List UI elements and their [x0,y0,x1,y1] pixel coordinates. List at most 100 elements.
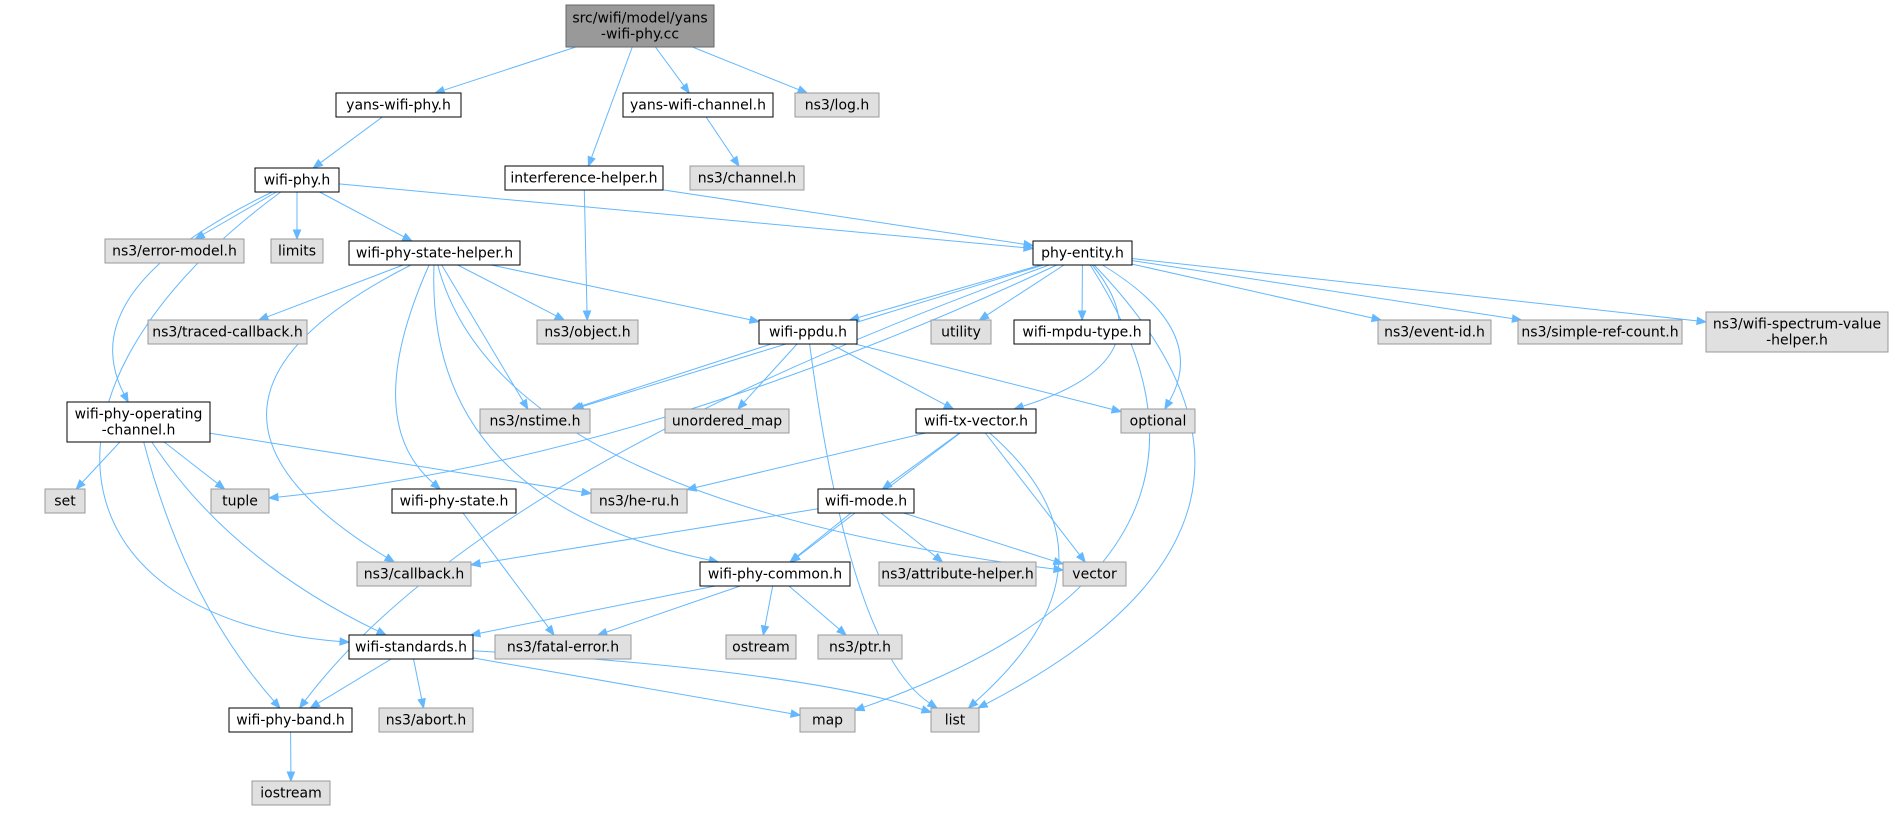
node-wifi-mode-h[interactable]: wifi-mode.h [817,488,915,514]
node-yans-wifi-channel-h[interactable]: yans-wifi-channel.h [622,92,774,118]
node-label: vector [1072,567,1117,583]
edge-wifi-phy-state-helper-h-to-ns3-object-h [457,264,566,321]
arrowhead-icon [853,703,866,712]
node-box [536,319,639,345]
node-ns3-log-h: ns3/log.h [794,92,880,118]
node-label: ns3/callback.h [364,567,464,583]
node-label: -helper.h [1766,333,1828,349]
edge-wifi-phy-state-h-to-ns3-fatal-error-h [462,512,555,637]
edge-line [395,264,434,484]
edge-interference-helper-h-to-ns3-object-h [582,189,592,322]
arrowhead-icon [978,311,990,321]
node-box [664,408,790,434]
edge-line [163,441,218,484]
node-wifi-standards-h[interactable]: wifi-standards.h [348,634,474,660]
node-box [799,707,856,733]
node-label: tuple [222,494,258,510]
node-label: -wifi-phy.cc [601,27,679,43]
node-label: list [945,713,966,729]
node-label: ns3/ptr.h [829,640,891,656]
node-wifi-tx-vector-h[interactable]: wifi-tx-vector.h [915,408,1037,434]
arrowhead-icon [836,625,848,636]
edge-wifi-mode-h-to-ns3-attribute-helper-h [880,512,944,563]
edge-line [443,46,576,91]
node-box [504,165,664,191]
node-wifi-phy-state-h[interactable]: wifi-phy-state.h [391,488,517,514]
edge-phy-entity-h-to-map [853,264,1150,712]
node-wifi-phy-state-helper-h[interactable]: wifi-phy-state-helper.h [348,240,521,266]
node-box [817,634,903,660]
node-tuple: tuple [210,488,270,514]
node-box [930,707,980,733]
node-label: ns3/attribute-helper.h [881,567,1034,583]
node-ns3-fatal-error-h: ns3/fatal-error.h [494,634,632,660]
arrowhead-icon [680,82,690,95]
edge-line [606,585,741,633]
edge-wifi-phy-common-h-to-wifi-standards-h [469,585,716,638]
node-label: ns3/channel.h [698,171,797,187]
edge-line [984,432,1081,556]
node-ns3-error-model-h: ns3/error-model.h [104,238,245,264]
edge-wifi-ppdu-h-to-unordered-map [736,343,798,410]
node-box [1013,319,1151,345]
edge-line [903,512,1055,562]
node-wifi-ppdu-h[interactable]: wifi-ppdu.h [758,319,858,345]
node-ns3-callback-h: ns3/callback.h [356,561,472,587]
node-ns3-attribute-helper-h: ns3/attribute-helper.h [878,561,1037,587]
edge-wifi-mode-h-to-ns3-callback-h [469,508,819,568]
edge-wifi-ppdu-h-to-ns3-nstime-h [570,343,772,411]
edge-line [788,585,840,630]
edge-line [591,46,633,158]
edge-wifi-phy-h-to-ns3-error-model-h [194,191,277,240]
node-box [348,240,521,266]
node-wifi-phy-h[interactable]: wifi-phy.h [254,167,340,193]
edge-line [413,658,423,700]
edge-line [320,116,383,164]
edge-wifi-phy-operating-channel-h-to-wifi-phy-band-h [143,441,281,710]
edge-line [764,585,774,627]
edge-line [880,512,936,557]
node-yans-wifi-phy-h[interactable]: yans-wifi-phy.h [335,92,462,118]
arrowhead-icon [926,699,939,709]
node-box [66,401,211,443]
edge-line [889,432,960,485]
arrowhead-icon [1110,405,1123,414]
edge-line [319,191,405,238]
arrowhead-icon [760,624,770,637]
node-label: -channel.h [102,423,176,439]
node-wifi-phy-band-h[interactable]: wifi-phy-band.h [228,707,353,733]
edge-phy-entity-h-to-wifi-mpdu-type-h [1077,264,1087,322]
edge-line [1131,263,1373,319]
node-box [378,707,474,733]
node-label: ns3/object.h [544,325,630,341]
node-phy-entity-h[interactable]: phy-entity.h [1032,240,1133,266]
node-map: map [799,707,856,733]
edge-root-to-interference-helper-h [587,46,633,168]
edge-line [695,432,926,488]
edge-yans-wifi-phy-h-to-wifi-phy-h [312,116,383,169]
edge-line [479,585,716,634]
arrowhead-icon [430,479,442,490]
node-label: wifi-mode.h [825,494,907,510]
edge-wifi-phy-h-to-phy-entity-h [338,183,1035,252]
node-box [1062,561,1127,587]
arrowhead-icon [383,553,396,563]
node-interference-helper-h[interactable]: interference-helper.h [504,165,664,191]
edge-line [583,189,588,312]
edge-phy-entity-h-to-optional [1102,264,1181,411]
node-wifi-mpdu-type-h[interactable]: wifi-mpdu-type.h [1013,319,1151,345]
arrowhead-icon [312,158,324,169]
edge-wifi-phy-h-to-wifi-phy-operating-channel-h [112,191,273,404]
node-ns3-event-id-h: ns3/event-id.h [1377,319,1492,345]
arrowhead-icon [920,705,933,714]
node-wifi-phy-common-h[interactable]: wifi-phy-common.h [699,561,851,587]
edge-wifi-phy-operating-channel-h-to-wifi-standards-h [151,441,388,636]
node-label: ns3/error-model.h [112,244,237,260]
edge-line [662,189,1025,245]
node-label: wifi-ppdu.h [769,325,847,341]
arrowhead-icon [596,627,609,637]
node-wifi-phy-operating-channel-h[interactable]: wifi-phy-operating-channel.h [66,401,211,443]
node-label: ns3/fatal-error.h [507,640,619,656]
edge-line [863,264,1150,708]
